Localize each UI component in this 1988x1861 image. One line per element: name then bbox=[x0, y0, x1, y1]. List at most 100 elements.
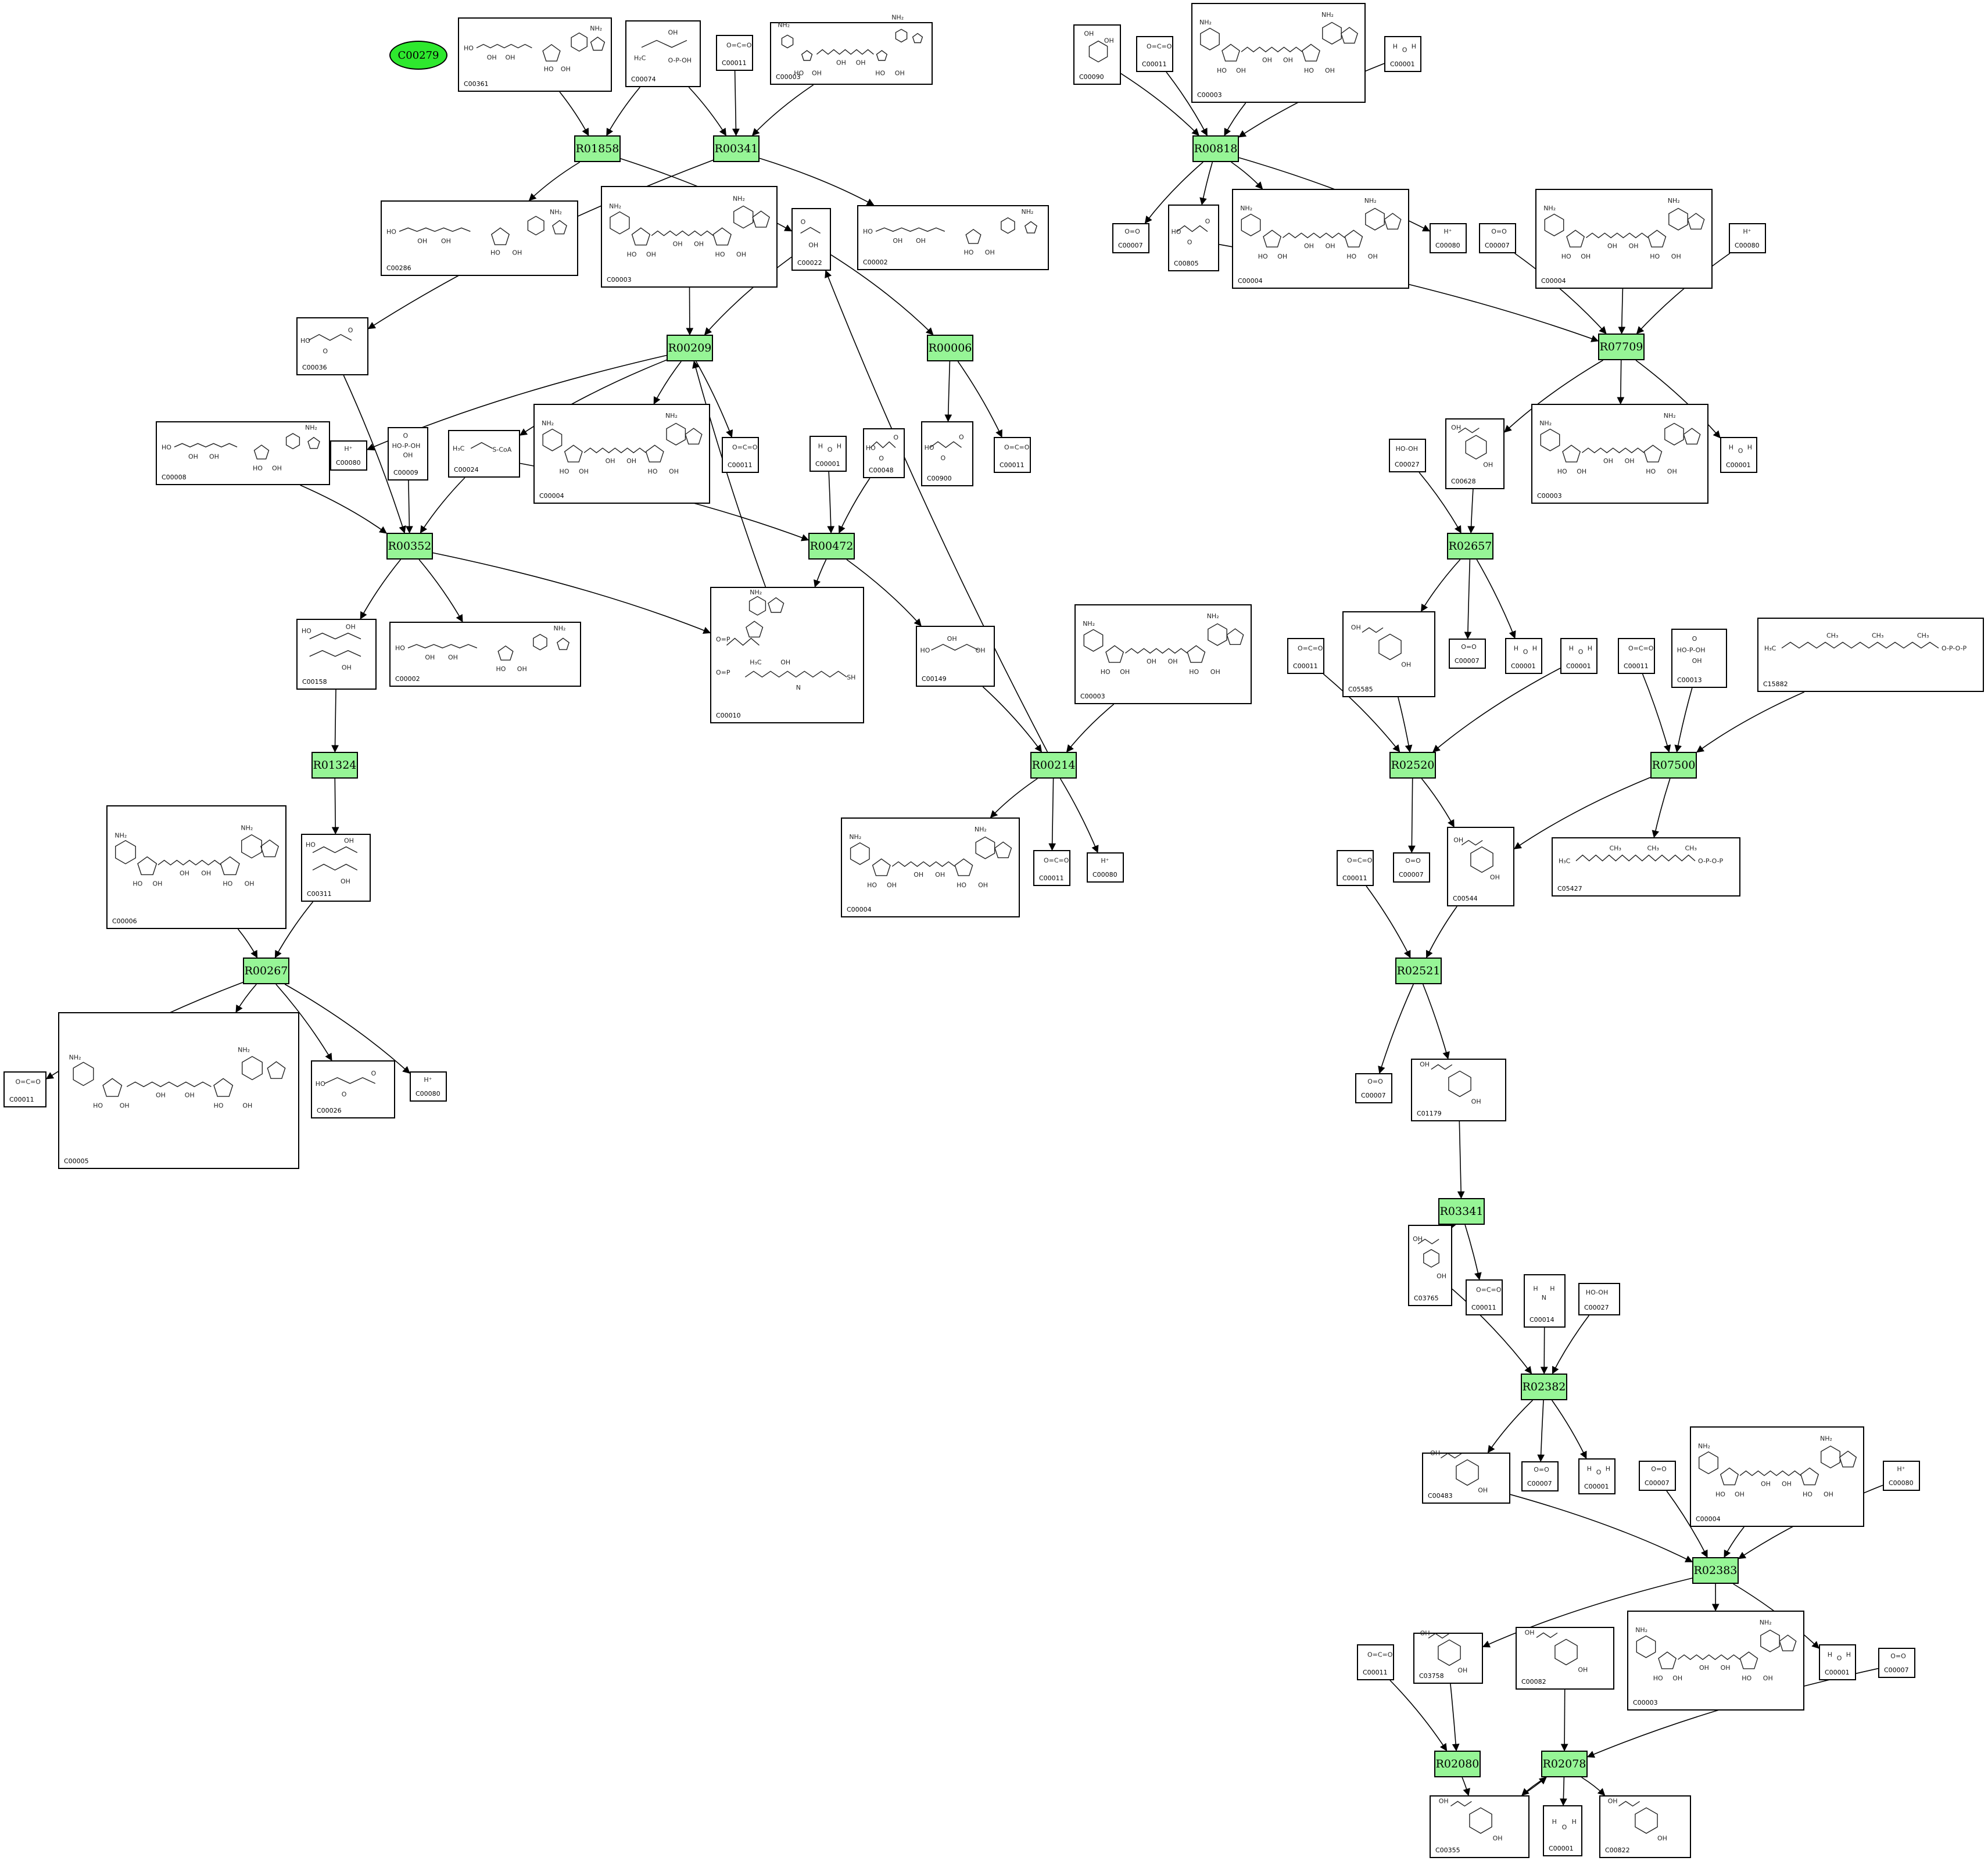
compound-node-c00080[interactable]: H⁺C00080 bbox=[1087, 852, 1124, 883]
reaction-node-r02657[interactable]: R02657 bbox=[1447, 533, 1493, 560]
reaction-node-r01324[interactable]: R01324 bbox=[311, 752, 358, 779]
reaction-node-r07709[interactable]: R07709 bbox=[1598, 334, 1645, 360]
reaction-node-r03341[interactable]: R03341 bbox=[1438, 1198, 1485, 1225]
reaction-node-r02520[interactable]: R02520 bbox=[1389, 752, 1436, 779]
reaction-node-r07500[interactable]: R07500 bbox=[1650, 752, 1697, 779]
reaction-node-r02080[interactable]: R02080 bbox=[1434, 1751, 1481, 1777]
reaction-node-r00341[interactable]: R00341 bbox=[713, 135, 760, 162]
reaction-node-r00006[interactable]: R00006 bbox=[927, 335, 973, 361]
reaction-node-r01858[interactable]: R01858 bbox=[574, 135, 621, 162]
reaction-node-r02521[interactable]: R02521 bbox=[1395, 958, 1442, 984]
reaction-node-r00209[interactable]: R00209 bbox=[667, 335, 713, 361]
compound-node-c00080[interactable]: H⁺C00080 bbox=[410, 1071, 447, 1102]
reaction-node-r02382[interactable]: R02382 bbox=[1521, 1374, 1567, 1400]
compound-node-c00080[interactable]: H⁺C00080 bbox=[1729, 223, 1766, 253]
reaction-node-r00214[interactable]: R00214 bbox=[1030, 752, 1077, 779]
reaction-node-r00267[interactable]: R00267 bbox=[243, 958, 289, 984]
compound-node-c00080[interactable]: H⁺C00080 bbox=[1883, 1461, 1920, 1491]
compound-node-c00080[interactable]: H⁺C00080 bbox=[330, 440, 367, 471]
reaction-node-r00472[interactable]: R00472 bbox=[808, 533, 855, 560]
compound-node-c00080[interactable]: H⁺C00080 bbox=[1430, 223, 1467, 253]
reaction-node-r00818[interactable]: R00818 bbox=[1192, 135, 1239, 162]
reaction-node-r02383[interactable]: R02383 bbox=[1692, 1557, 1739, 1584]
reaction-node-r00352[interactable]: R00352 bbox=[386, 533, 433, 560]
reaction-node-r02078[interactable]: R02078 bbox=[1541, 1751, 1588, 1777]
highlighted-compound-node[interactable]: C00279 bbox=[389, 41, 447, 70]
